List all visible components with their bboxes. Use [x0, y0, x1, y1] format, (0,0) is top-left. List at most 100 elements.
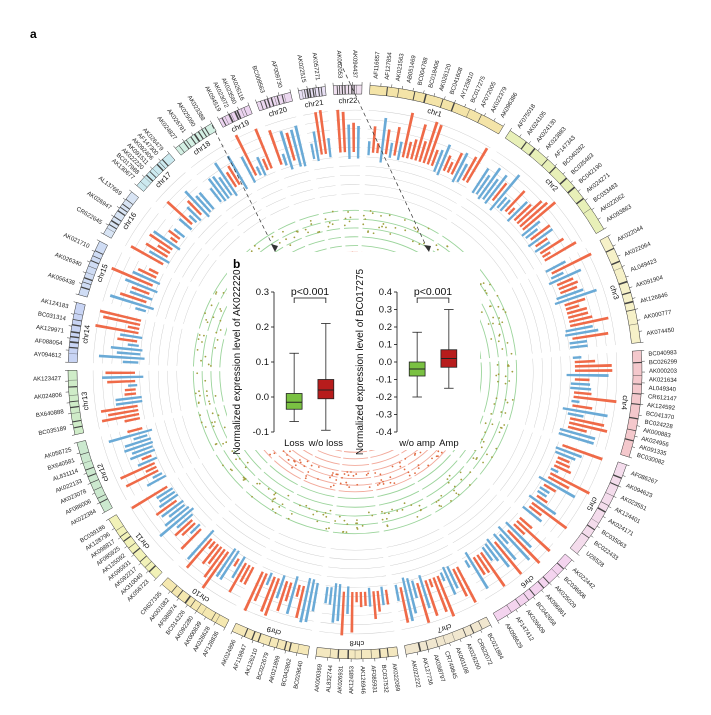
band-chr19: [224, 116, 229, 125]
expr-ring-green-chr9: [289, 509, 331, 524]
tick-chr2: [554, 163, 558, 167]
expr-ring-salmon-chr6: [411, 445, 441, 471]
band-chr20: [270, 97, 275, 107]
cnv-bar-chr1: [393, 126, 401, 156]
expr-ring-green-chr10: [251, 484, 286, 509]
band-chr19: [234, 111, 240, 120]
tick-chr4: [636, 425, 640, 427]
arrow-head-left: [271, 244, 278, 252]
tick-chr6: [541, 589, 544, 593]
cnv-bar-chr18: [213, 162, 238, 197]
band-chr4: [631, 402, 641, 406]
band-chr17: [159, 161, 166, 169]
tick-chr19: [237, 106, 239, 110]
tick-chr5: [596, 525, 600, 528]
cnv-grid-chr19: [265, 197, 286, 208]
cnv-grid-chr12: [164, 420, 184, 469]
cnv-bar-chr1: [446, 161, 454, 173]
band-chr5: [612, 474, 622, 479]
tick-chr9: [262, 644, 265, 648]
expr-ring-green-chr8: [336, 505, 376, 508]
band-chr12: [93, 486, 102, 491]
expr-point-chr1: [381, 225, 383, 228]
cnv-bar-chr19: [234, 134, 258, 176]
cnv-bar-chr2: [491, 182, 508, 202]
y-tick-label: 0.0: [379, 357, 392, 368]
cnv-bar-chr12: [145, 465, 157, 473]
cnv-bar-chr1: [442, 155, 452, 172]
band-chr17: [149, 171, 157, 178]
expr-point-chr6: [469, 471, 472, 474]
expr-point-chr4: [496, 363, 499, 366]
cnv-grid-chr1: [365, 175, 457, 204]
expr-point-chr14: [214, 346, 216, 349]
expr-point-chr16: [215, 291, 218, 294]
expr-ring-green-chr8: [337, 496, 375, 499]
expr-point-chr15: [219, 319, 222, 322]
cnv-bar-chr2: [504, 190, 526, 213]
cnv-bar-chr12: [124, 440, 154, 453]
expr-point-chr13: [196, 372, 199, 375]
expr-ring-salmon-chr8: [340, 476, 372, 480]
gene-label: CR612147: [648, 394, 678, 402]
cnv-grid-chr22: [340, 175, 360, 176]
cnv-bar-chr6: [479, 551, 506, 588]
tick-chr2: [597, 217, 601, 220]
y-axis-label: Normalized expression level of AK022220: [232, 269, 243, 455]
expr-point-chr15: [219, 329, 222, 331]
expr-point-chr10: [293, 459, 295, 462]
expr-point-chr10: [272, 498, 275, 501]
expr-point-chr1: [413, 226, 416, 229]
expr-point-chr9: [329, 509, 332, 512]
cnv-bar-chr3: [550, 271, 564, 280]
band-chr13: [71, 412, 80, 414]
cnv-bar-chr8: [367, 587, 372, 607]
expr-point-chr3: [490, 338, 493, 340]
expr-point-chr11: [242, 479, 245, 481]
tick-chr17: [134, 183, 137, 186]
cnv-grid-chr13: [130, 370, 136, 422]
cnv-bar-chr4: [574, 364, 612, 368]
tick-chr7: [405, 654, 407, 658]
expr-point-chr3: [497, 340, 500, 343]
gene-label: AK022222: [409, 660, 421, 689]
expr-ring-green-chr12: [214, 407, 230, 443]
expr-point-chr9: [329, 476, 331, 479]
tick-chr5: [590, 535, 594, 538]
expr-point-chr6: [414, 472, 416, 475]
expr-ring-salmon-chr10: [274, 460, 301, 480]
cnv-bar-chr15: [131, 285, 150, 295]
expr-point-chr10: [287, 458, 290, 461]
expr-point-chr1: [416, 230, 419, 233]
tick-chr3: [617, 254, 621, 257]
cnv-bar-chr22: [356, 126, 360, 159]
band-chr6: [528, 588, 536, 597]
band-chr3: [618, 280, 628, 286]
expr-point-chr10: [299, 461, 302, 464]
band-chr5: [605, 492, 614, 497]
expr-point-chr12: [223, 426, 226, 429]
expr-point-chr6: [460, 478, 463, 481]
tick-chr15: [79, 282, 83, 284]
cnv-bar-chr5: [536, 489, 548, 498]
tick-chr1: [423, 90, 425, 94]
expr-point-chr8: [356, 519, 358, 522]
expr-point-chr15: [219, 308, 222, 310]
cnv-bar-chr18: [218, 176, 233, 196]
expr-ring-green-chr18: [259, 239, 279, 254]
tick-chr6: [564, 567, 568, 571]
expr-point-chr9: [305, 504, 308, 507]
cnv-bar-chr7: [446, 565, 459, 589]
tick-chr10: [159, 584, 163, 587]
cnv-bar-chr3: [564, 297, 586, 307]
cnv-bar-chr1: [436, 144, 452, 176]
tick-chr13: [71, 434, 76, 436]
tick-chr6: [515, 609, 518, 613]
expr-ring-green-chr16: [220, 275, 237, 299]
arrow-head-right: [424, 245, 431, 252]
cnv-bar-chr12: [152, 472, 163, 479]
cnv-grid-chr19: [261, 188, 283, 199]
expr-point-chr12: [222, 442, 224, 445]
gene-label: AK002053: [335, 50, 342, 79]
expr-point-chr7: [381, 518, 384, 521]
